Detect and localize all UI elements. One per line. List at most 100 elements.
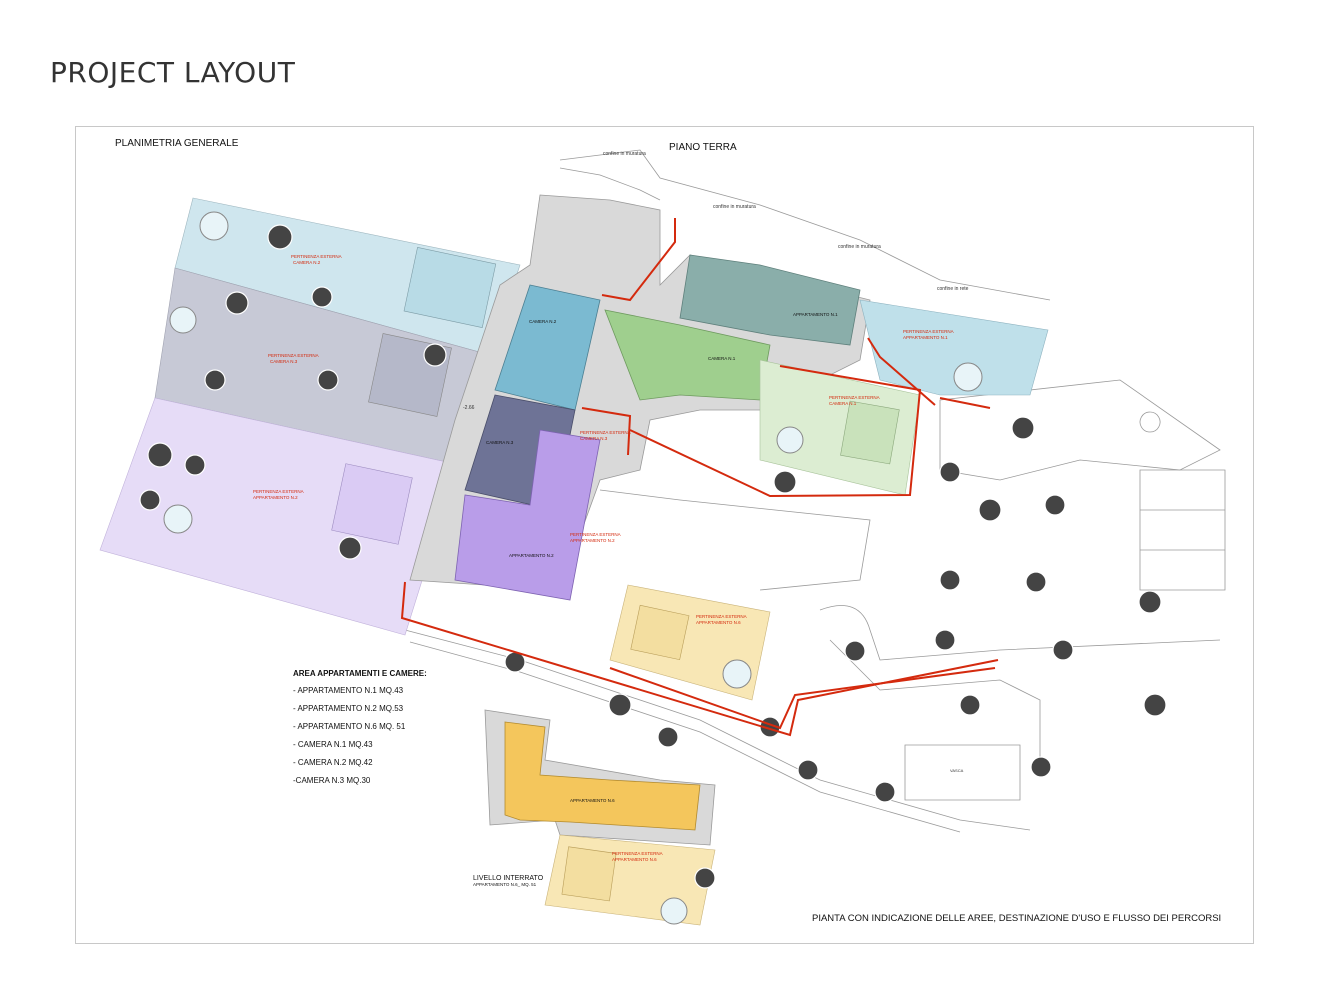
legend-item: - CAMERA N.1 MQ.43 bbox=[293, 740, 373, 749]
terrace-curve-2 bbox=[1139, 469, 1226, 591]
pergola-camera1 bbox=[840, 400, 900, 465]
legend-item: - APPARTAMENTO N.1 MQ.43 bbox=[293, 686, 404, 695]
driveway-2 bbox=[829, 639, 1041, 760]
tree bbox=[797, 759, 819, 781]
path-camera3 bbox=[581, 407, 632, 456]
outdoor-label: PERTINENZA ESTERNA bbox=[580, 430, 631, 435]
tree bbox=[338, 536, 362, 560]
boundary-label-3: confine in muratura bbox=[838, 244, 881, 250]
tree bbox=[423, 343, 447, 367]
outdoor-label: APPARTAMENTO N.2 bbox=[253, 495, 298, 500]
tree bbox=[204, 369, 226, 391]
outdoor-label: PERTINENZA ESTERNA bbox=[903, 329, 954, 334]
label-floor: PIANO TERRA bbox=[669, 142, 737, 153]
tree bbox=[225, 291, 249, 315]
tree bbox=[1011, 416, 1035, 440]
tree bbox=[1138, 590, 1162, 614]
tree bbox=[657, 726, 679, 748]
site-outline bbox=[404, 149, 1226, 833]
outdoor-label: PERTINENZA ESTERNA bbox=[253, 489, 304, 494]
outdoor-label: CAMERA N.1 bbox=[829, 401, 857, 406]
room-label-app2: APPARTAMENTO N.2 bbox=[509, 553, 554, 558]
path-camera1 bbox=[629, 365, 922, 498]
boundary-label-2: confine in muratura bbox=[713, 204, 756, 210]
room-label-camera1: CAMERA N.1 bbox=[708, 356, 736, 361]
boundary-wall-inner bbox=[559, 167, 661, 201]
room-app6 bbox=[504, 721, 701, 831]
path-app1-b bbox=[939, 397, 991, 409]
pergola-app6 bbox=[630, 604, 690, 661]
pool-app6-underground bbox=[660, 897, 688, 925]
outdoor-label: CAMERA N.3 bbox=[580, 436, 608, 441]
outdoor-label: PERTINENZA ESTERNA bbox=[291, 254, 342, 259]
path-edge-2 bbox=[409, 641, 961, 833]
outdoor-label: PERTINENZA ESTERNA bbox=[570, 532, 621, 537]
label-general: PLANIMETRIA GENERALE bbox=[115, 138, 239, 149]
tree bbox=[184, 454, 206, 476]
boundary-label-1: confine in muratura bbox=[603, 151, 646, 157]
path-edge bbox=[404, 629, 1031, 831]
path-camera3-app2 bbox=[400, 581, 999, 737]
level-mark: -2.66 bbox=[463, 405, 475, 411]
vasca-frame bbox=[904, 744, 1021, 801]
outdoor-label: CAMERA N.3 bbox=[270, 359, 298, 364]
tree bbox=[1025, 571, 1047, 593]
outdoor-labels: PERTINENZA ESTERNA CAMERA N.2 PERTINENZA… bbox=[253, 254, 954, 862]
pergola-app6-underground bbox=[561, 846, 617, 902]
driveway bbox=[819, 605, 1221, 661]
path-app6 bbox=[609, 667, 996, 730]
outdoor-label: APPARTAMENTO N.1 bbox=[903, 335, 948, 340]
corridor-lines bbox=[599, 489, 871, 591]
tree bbox=[147, 442, 173, 468]
pool-app6-ground bbox=[722, 659, 752, 689]
tree bbox=[608, 693, 632, 717]
outdoor-label: APPARTAMENTO N.2 bbox=[570, 538, 615, 543]
tree bbox=[139, 489, 161, 511]
outdoor-label: PERTINENZA ESTERNA bbox=[612, 851, 663, 856]
tree bbox=[1052, 639, 1074, 661]
underground-sub: APPARTAMENTO N.6_ MQ. 51 bbox=[473, 882, 537, 887]
pergola-app2 bbox=[331, 463, 413, 545]
tree bbox=[773, 470, 797, 494]
vasca-label: VASCA bbox=[950, 768, 964, 773]
outdoor-label: CAMERA N.2 bbox=[293, 260, 321, 265]
room-app1 bbox=[679, 254, 861, 346]
legend-item: -CAMERA N.3 MQ.30 bbox=[293, 776, 371, 785]
tree bbox=[1143, 693, 1167, 717]
tree bbox=[934, 629, 956, 651]
tree bbox=[311, 286, 333, 308]
outdoor-label: PERTINENZA ESTERNA bbox=[829, 395, 880, 400]
tree bbox=[939, 569, 961, 591]
room-label-camera3: CAMERA N.3 bbox=[486, 440, 514, 445]
outdoor-label: PERTINENZA ESTERNA bbox=[268, 353, 319, 358]
tree bbox=[959, 694, 981, 716]
room-label-camera2: CAMERA N.2 bbox=[529, 319, 557, 324]
pool-curve bbox=[1139, 411, 1161, 433]
pool-camera2 bbox=[199, 211, 229, 241]
pool-app2 bbox=[163, 504, 193, 534]
pool-camera3 bbox=[169, 306, 197, 334]
pool-app1 bbox=[953, 362, 983, 392]
underground-title: LIVELLO INTERRATO bbox=[473, 875, 544, 882]
room-label-app6: APPARTAMENTO N.6 bbox=[570, 798, 615, 803]
tree bbox=[874, 781, 896, 803]
tree bbox=[939, 461, 961, 483]
legend-item: - APPARTAMENTO N.6 MQ. 51 bbox=[293, 722, 406, 731]
circulation-paths bbox=[400, 218, 999, 737]
outdoor-label: PERTINENZA ESTERNA bbox=[696, 614, 747, 619]
tree bbox=[1030, 756, 1052, 778]
legend-title: AREA APPARTAMENTI E CAMERE: bbox=[293, 669, 427, 678]
page-title: PROJECT LAYOUT bbox=[50, 56, 296, 89]
path-camera2 bbox=[601, 218, 676, 302]
pergola-camera2 bbox=[403, 247, 497, 328]
room-app2 bbox=[454, 429, 601, 601]
pool-camera1 bbox=[776, 426, 804, 454]
tree bbox=[844, 640, 866, 662]
tree bbox=[267, 224, 293, 250]
boundary-wall bbox=[559, 149, 1051, 301]
tree bbox=[317, 369, 339, 391]
legend-item: - CAMERA N.2 MQ.42 bbox=[293, 758, 373, 767]
tree bbox=[978, 498, 1002, 522]
area-legend: AREA APPARTAMENTI E CAMERE: - APPARTAMEN… bbox=[293, 669, 427, 794]
